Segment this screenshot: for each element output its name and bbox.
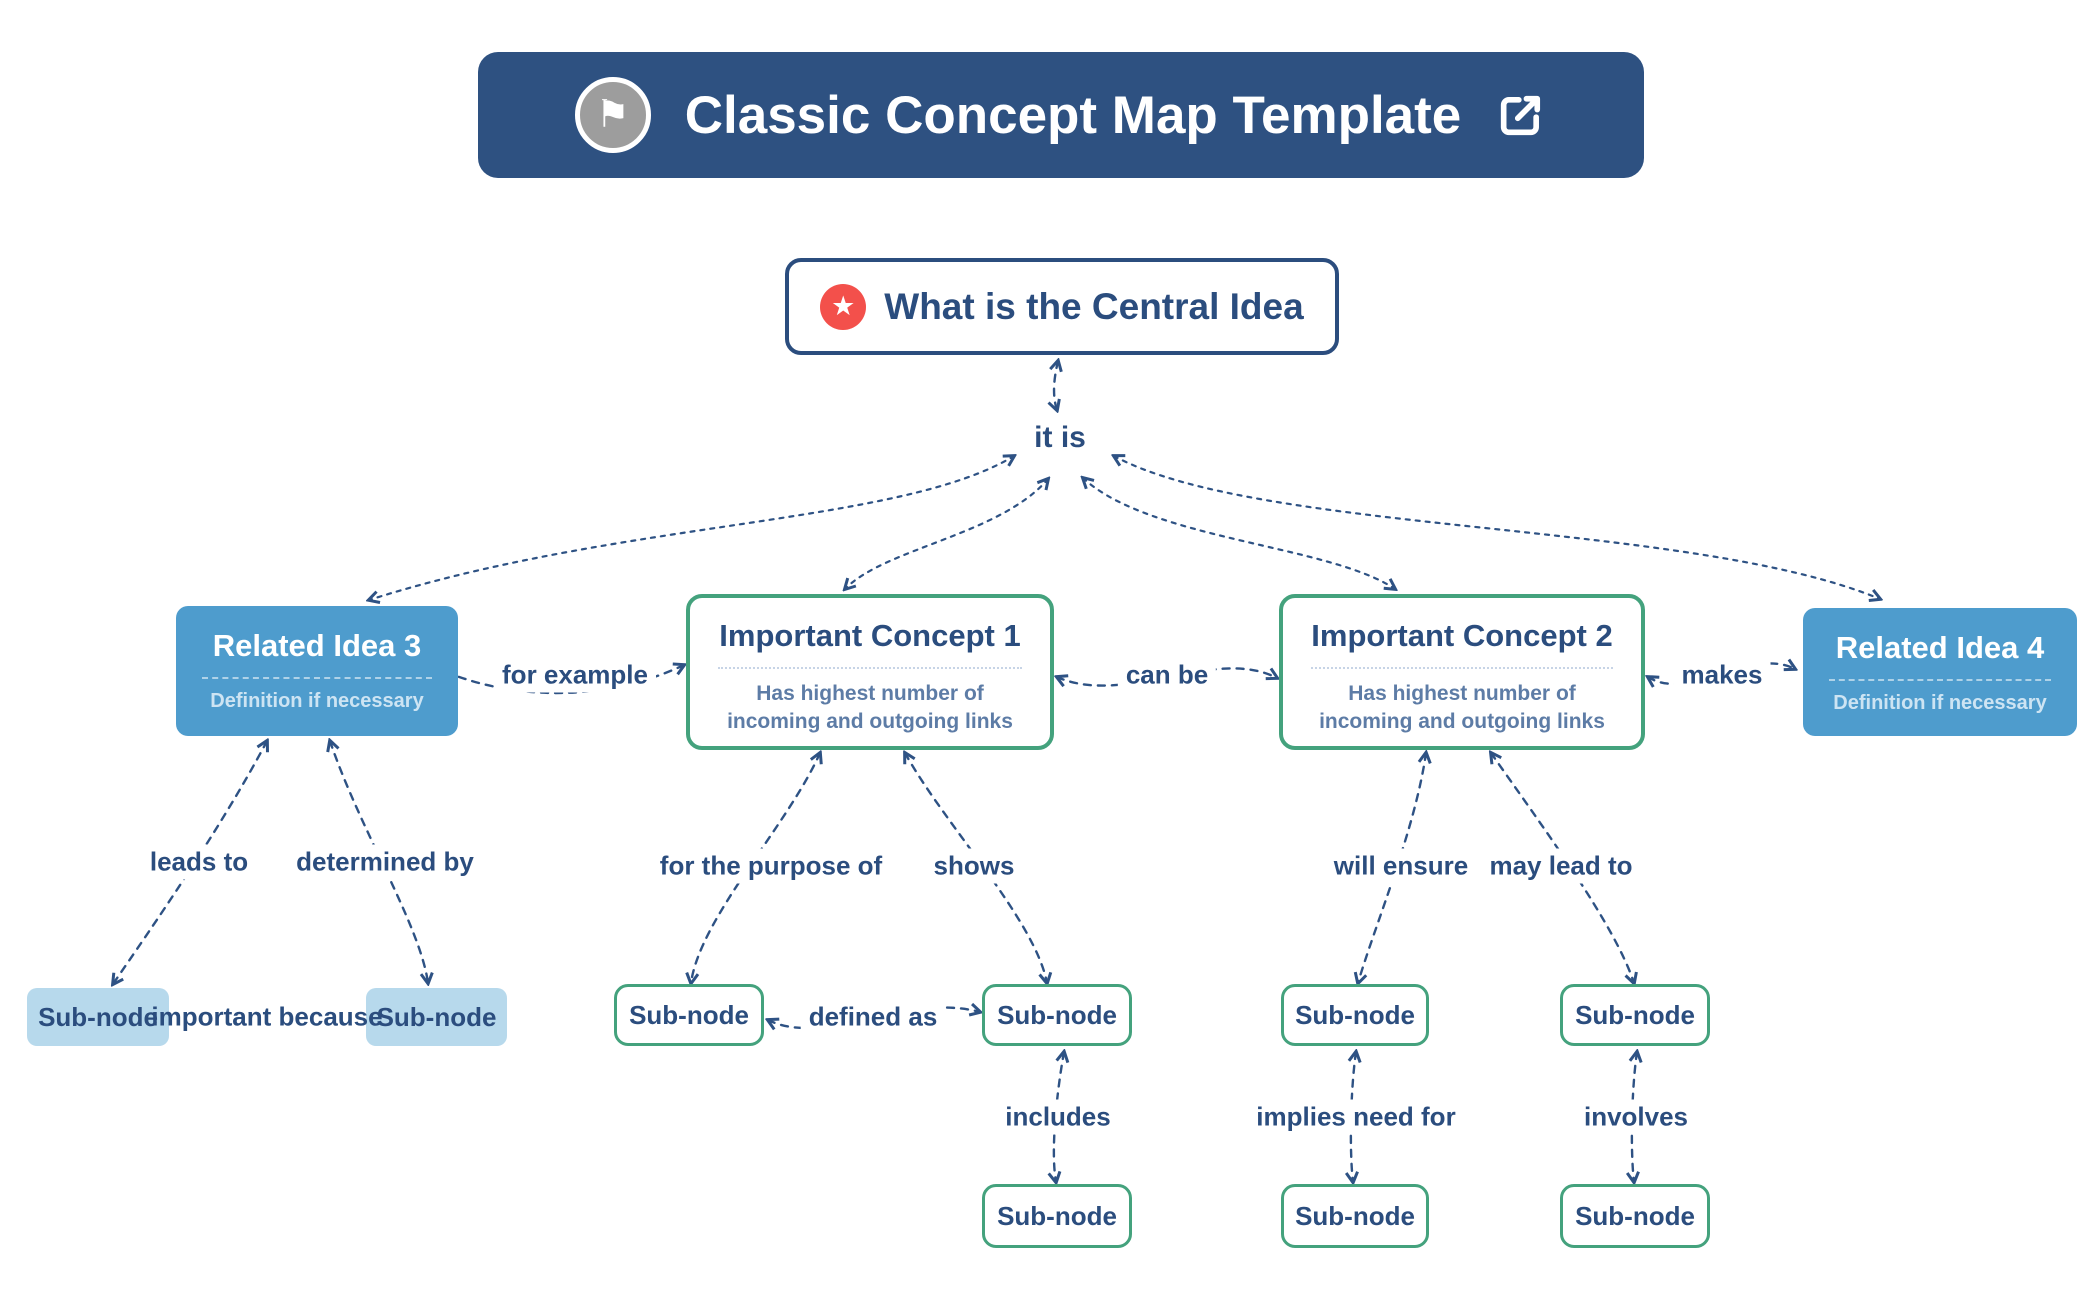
map-title: Classic Concept Map Template <box>684 85 1462 145</box>
relation-label-leads-to[interactable]: leads to <box>141 844 257 880</box>
node-related-idea-4[interactable]: Related Idea 4 Definition if necessary <box>1803 608 2077 736</box>
relation-label-important-because[interactable]: important because <box>151 1001 383 1032</box>
relation-label-makes[interactable]: makes <box>1673 657 1771 693</box>
connector-central-to-itis <box>1054 361 1058 410</box>
subnode-shows[interactable]: Sub-node <box>982 984 1132 1046</box>
connector-itis-to-concept1 <box>845 479 1048 589</box>
node-title: Important Concept 2 <box>1311 618 1613 653</box>
node-title: Related Idea 4 <box>1835 630 2045 665</box>
relation-label-defined-as[interactable]: defined as <box>800 999 946 1035</box>
relation-label-can-be[interactable]: can be <box>1117 657 1217 693</box>
flag-icon: ⚑ <box>574 77 651 153</box>
connector-implies-need-for <box>1351 1052 1356 1182</box>
node-important-concept-1[interactable]: Important Concept 1 Has highest number o… <box>686 594 1054 750</box>
connector-involves <box>1632 1052 1637 1182</box>
node-related-idea-3[interactable]: Related Idea 3 Definition if necessary <box>176 606 458 736</box>
subnode-will-ensure[interactable]: Sub-node <box>1281 984 1429 1046</box>
connector-itis-to-related4 <box>1114 456 1880 599</box>
node-important-concept-2[interactable]: Important Concept 2 Has highest number o… <box>1279 594 1645 750</box>
subnode-includes[interactable]: Sub-node <box>982 1184 1132 1248</box>
relation-label-shows[interactable]: shows <box>925 848 1023 884</box>
node-subtitle: Has highest number of incoming and outgo… <box>727 682 1013 733</box>
node-subtitle: Definition if necessary <box>1833 692 2047 714</box>
connector-may-lead-to <box>1491 753 1634 983</box>
subnode-may-lead-to[interactable]: Sub-node <box>1560 984 1710 1046</box>
relation-label-will-ensure[interactable]: will ensure <box>1325 848 1477 884</box>
node-subtitle: Has highest number of incoming and outgo… <box>1319 682 1605 733</box>
subnode-determined-by[interactable]: Sub-node <box>366 988 507 1046</box>
relation-label-it-is[interactable]: it is <box>1026 419 1094 457</box>
node-divider <box>718 667 1022 669</box>
relation-label-includes[interactable]: includes <box>997 1099 1119 1135</box>
relation-label-for-the-purpose-of[interactable]: for the purpose of <box>651 848 891 884</box>
connector-itis-to-related3 <box>369 456 1014 600</box>
node-divider <box>202 677 432 679</box>
subnode-involves[interactable]: Sub-node <box>1560 1184 1710 1248</box>
external-link-icon[interactable] <box>1495 89 1547 141</box>
central-idea-node[interactable]: ★ What is the Central Idea <box>785 258 1339 355</box>
connector-for-the-purpose-of <box>691 753 820 983</box>
subnode-purpose[interactable]: Sub-node <box>614 984 764 1046</box>
relation-label-may-lead-to[interactable]: may lead to <box>1481 848 1641 884</box>
map-title-bar: ⚑ Classic Concept Map Template <box>478 52 1644 178</box>
star-icon: ★ <box>820 283 867 330</box>
node-title: Important Concept 1 <box>719 618 1021 653</box>
relation-label-for-example[interactable]: for example <box>494 657 656 693</box>
node-subtitle: Definition if necessary <box>210 690 424 712</box>
central-idea-label: What is the Central Idea <box>884 285 1304 327</box>
relation-label-involves[interactable]: involves <box>1575 1099 1697 1135</box>
subnode-leads-to[interactable]: Sub-node <box>27 988 169 1046</box>
relation-label-determined-by[interactable]: determined by <box>288 844 482 880</box>
subnode-implies-need-for[interactable]: Sub-node <box>1281 1184 1429 1248</box>
node-divider <box>1311 667 1613 669</box>
connector-includes <box>1054 1052 1064 1182</box>
node-divider <box>1829 679 2051 681</box>
node-title: Related Idea 3 <box>212 628 422 663</box>
relation-label-implies-need-for[interactable]: implies need for <box>1248 1099 1464 1135</box>
